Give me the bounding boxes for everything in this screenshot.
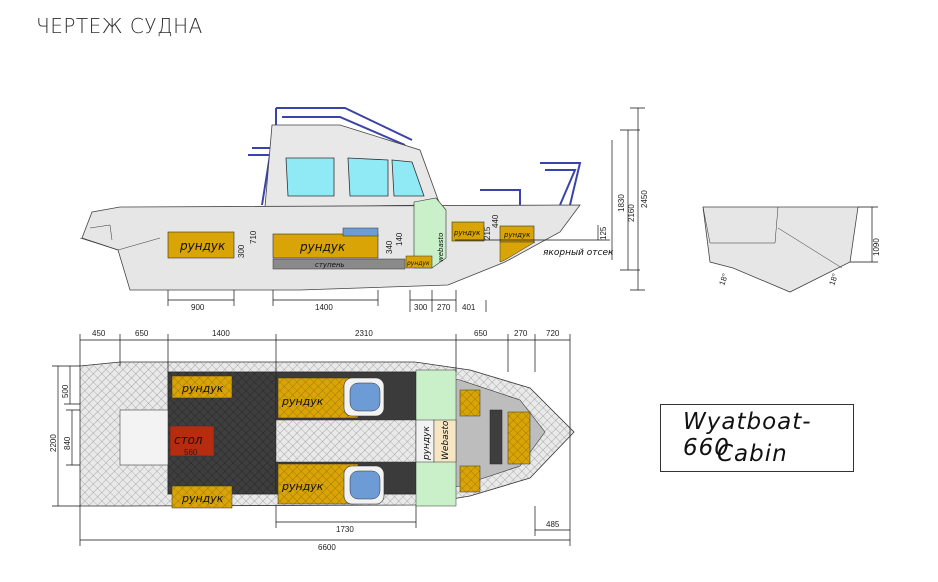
plan-dim-2310: 2310: [355, 329, 373, 338]
side-chest-small-label: рундук: [406, 260, 430, 267]
plan-bow-chest-b: [459, 465, 481, 493]
plan-table: [169, 425, 215, 457]
plan-dim-650a: 650: [135, 329, 149, 338]
side-chest-aft-label: рундук: [179, 239, 226, 253]
side-chest-mid: [272, 233, 379, 259]
side-chest-fwd1-label: рундук: [453, 229, 481, 237]
plan-view: рундук рундук рундук рундук рундук Webas…: [49, 329, 575, 552]
side-webasto-label: webasto: [437, 233, 445, 262]
side-dim-2160: 2160: [627, 204, 636, 222]
side-dim-2450: 2450: [640, 190, 649, 208]
side-dim-900: 900: [191, 303, 205, 312]
plan-dim-1730: 1730: [336, 525, 354, 534]
plan-dim-485: 485: [546, 520, 560, 529]
plan-dim-450: 450: [92, 329, 106, 338]
section-dim-1090: 1090: [872, 238, 881, 256]
side-dim-125: 125: [599, 226, 608, 240]
side-chest-mid-label: рундук: [299, 240, 346, 254]
side-step: [272, 258, 406, 270]
plan-dim-720: 720: [546, 329, 560, 338]
roof-rails: [248, 107, 582, 206]
side-dim-300v: 300: [237, 244, 246, 258]
plan-dim-650b: 650: [474, 329, 488, 338]
side-dim-340: 340: [385, 240, 394, 254]
side-anchor-locker: [499, 241, 536, 263]
plan-dim-270: 270: [514, 329, 528, 338]
section-angle-right: 18°: [827, 272, 840, 286]
side-dim-140: 140: [395, 232, 404, 246]
plan-bow-chest-t: [459, 389, 481, 417]
plan-dim-6600: 6600: [318, 543, 336, 552]
plan-dim-840: 840: [63, 436, 72, 450]
side-chest-small: [405, 255, 433, 269]
plan-bow-chest-c: [507, 411, 531, 465]
plan-chest-center-label: рундук: [422, 426, 432, 461]
side-dim-440: 440: [491, 214, 500, 228]
side-chest-fwd2-label: рундук: [503, 231, 531, 239]
plan-seat-top: [343, 377, 385, 417]
side-anchor-locker-label: якорный отсек: [543, 248, 614, 258]
plan-webasto-label: Webasto: [441, 420, 451, 460]
model-name: Wyatboat-660: [683, 409, 812, 461]
cabin-door-window: [347, 157, 389, 197]
plan-table-label: стол: [174, 433, 203, 447]
side-dim-270: 270: [437, 303, 451, 312]
plan-chest-bl: [171, 485, 233, 509]
side-seat: [342, 227, 379, 237]
plan-dim-1400: 1400: [212, 329, 230, 338]
side-dim-710: 710: [249, 230, 258, 244]
cabin-window-fwd: [391, 159, 425, 197]
cabin-window-aft: [285, 157, 335, 197]
side-chest-fwd1: [451, 221, 485, 242]
plan-seat-bottom: [343, 465, 385, 505]
plan-chest-bl-label: рундук: [181, 492, 224, 505]
plan-dim-2200: 2200: [49, 434, 58, 452]
page-title: ЧЕРТЕЖ СУДНА: [36, 14, 203, 38]
side-view: рундук рундук ступень рундук рундук weba…: [79, 107, 649, 312]
plan-dim-500: 500: [61, 384, 70, 398]
section-view: 1090 18° 18°: [702, 206, 881, 293]
side-dim-215: 215: [483, 226, 492, 240]
side-step-label: ступень: [315, 261, 345, 269]
side-dim-1830: 1830: [617, 194, 626, 212]
plan-chest-seat-b-label: рундук: [281, 480, 324, 493]
side-chest-aft: [167, 231, 235, 259]
plan-chest-seat-t-label: рундук: [281, 395, 324, 408]
side-dim-1400: 1400: [315, 303, 333, 312]
plan-table-size: 560: [184, 448, 198, 457]
model-title-box: Wyatboat-660 Cabin: [660, 404, 854, 472]
section-angle-left: 18°: [717, 272, 730, 286]
model-variant: Cabin: [717, 441, 788, 467]
plan-chest-tl: [171, 375, 233, 399]
plan-chest-tl-label: рундук: [181, 382, 224, 395]
side-dim-401: 401: [462, 303, 476, 312]
side-dim-300: 300: [414, 303, 428, 312]
plan-webasto: [433, 419, 457, 463]
